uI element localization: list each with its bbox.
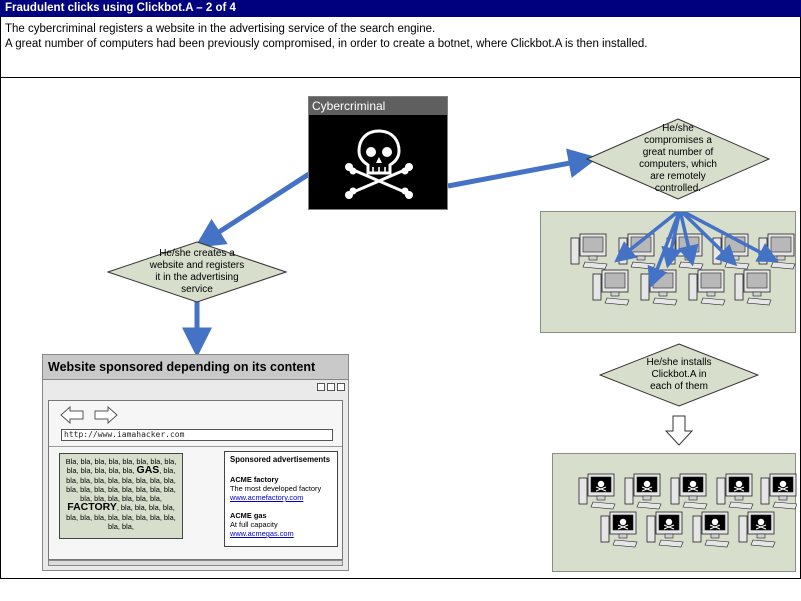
step-compromise: He/she compromises a great number of com… [586, 118, 770, 200]
url-bar: http://www.iamahacker.com [61, 429, 333, 441]
infected-computer-icon [760, 473, 798, 510]
ad-2-desc: At full capacity [230, 520, 278, 529]
computer-icon [592, 269, 630, 306]
infected-computer-icon [670, 473, 708, 510]
infected-computer-icon [578, 473, 616, 510]
content-divider [49, 446, 342, 447]
flow-arrows [182, 148, 599, 358]
skull-crossbones-icon [345, 129, 413, 199]
infected-computer-icon [624, 473, 662, 510]
step-create-website: He/she creates a website and registers i… [107, 241, 287, 303]
step-install-clickbot-text: He/she installs Clickbot.A in each of th… [646, 357, 712, 392]
cybercriminal-label: Cybercriminal [309, 97, 447, 115]
step-create-website-text: He/she creates a website and registers i… [149, 248, 245, 295]
infection-arrow [678, 209, 699, 267]
diagram-stage: Cybercriminal [0, 78, 801, 579]
infection-arrow [614, 208, 682, 263]
cybercriminal-box: Cybercriminal [308, 96, 448, 210]
maximize-icon [327, 383, 335, 391]
infected-computer-icon [646, 511, 684, 548]
arrow-to-create-site [194, 171, 311, 248]
ad-1-name: ACME factory [230, 475, 279, 484]
ad-1-link[interactable]: www.acmefactory.com [230, 493, 304, 502]
ad-2-name: ACME gas [230, 511, 267, 520]
keyword-factory: FACTORY [67, 501, 117, 514]
infected-computer-icon [600, 511, 638, 548]
ads-title: Sponsored advertisements [230, 455, 331, 464]
computer-icon [640, 269, 678, 306]
botnet-panel-compromised [540, 208, 796, 333]
intro-line-2: A great number of computers had been pre… [5, 38, 648, 50]
browser-pane: http://www.iamahacker.com Bla, bla, bla,… [48, 400, 343, 560]
keyword-gas: GAS [136, 464, 160, 477]
arrow-to-compromise [447, 148, 599, 189]
slide-title: Fraudulent clicks using Clickbot.A – 2 o… [0, 0, 801, 17]
minimize-icon [317, 383, 325, 391]
infection-arrow [647, 209, 682, 289]
step-compromise-text: He/she compromises a great number of com… [639, 123, 717, 194]
intro-text: The cybercriminal registers a website in… [0, 17, 801, 78]
computer-icon [570, 233, 608, 270]
infected-computer-icon [738, 511, 776, 548]
compromised-computers [570, 208, 796, 306]
step-install-clickbot: He/she installs Clickbot.A in each of th… [599, 343, 759, 407]
computer-icon [712, 233, 750, 270]
website-title: Website sponsored depending on its conte… [43, 355, 348, 380]
status-bar [48, 560, 343, 566]
browser-navigation [60, 405, 118, 425]
botnet-panel-infected [552, 453, 798, 572]
infection-arrow [679, 208, 779, 263]
website-content-block: Bla, bla, bla, bla, bla, bla, bla, bla, … [59, 453, 183, 539]
arrow-down-icon [665, 415, 693, 446]
infected-computers [578, 473, 798, 548]
back-arrow-icon [60, 405, 84, 425]
computer-icon [688, 269, 726, 306]
intro-line-1: The cybercriminal registers a website in… [5, 23, 436, 35]
sponsored-ads-box: Sponsored advertisements ACME factory Th… [224, 451, 338, 547]
forward-arrow-icon [94, 405, 118, 425]
ad-1-desc: The most developed factory [230, 484, 322, 493]
infection-arrow [678, 208, 738, 267]
computer-icon [734, 269, 772, 306]
sponsored-website-window: Website sponsored depending on its conte… [42, 354, 349, 571]
infected-computer-icon [716, 473, 754, 510]
computer-icon [758, 233, 796, 270]
window-controls [317, 383, 345, 391]
computer-icon [618, 233, 656, 270]
close-icon [337, 383, 345, 391]
infected-computer-icon [692, 511, 730, 548]
ad-2-link[interactable]: www.acmegas.com [230, 529, 294, 538]
